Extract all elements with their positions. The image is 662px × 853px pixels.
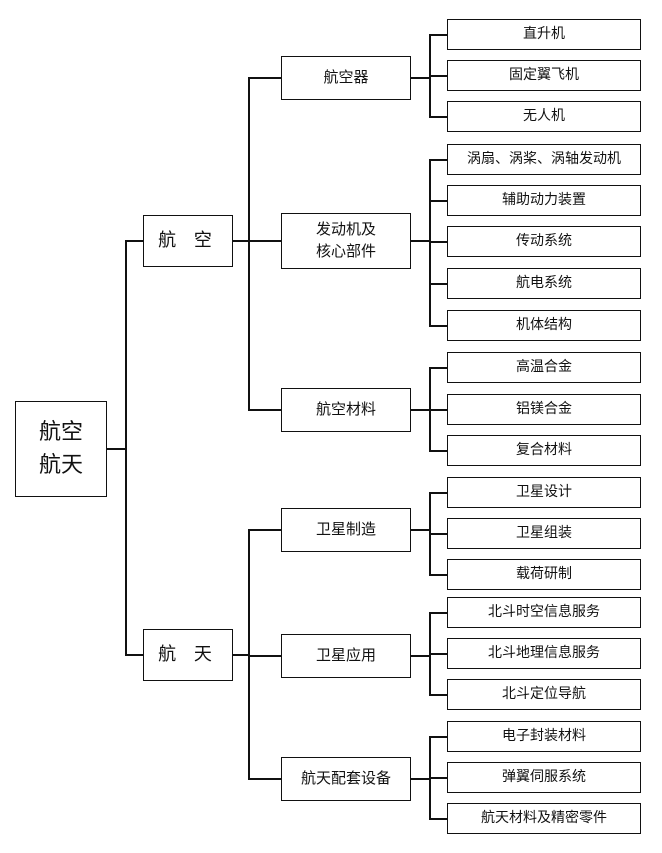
leaf-beidou-spacetime: 北斗时空信息服务 [447, 597, 641, 628]
leaf-payload-rd: 载荷研制 [447, 559, 641, 590]
leaf-composite: 复合材料 [447, 435, 641, 466]
leaf-label: 铝镁合金 [516, 401, 572, 418]
leaf-label: 辅助动力装置 [502, 192, 586, 209]
leaf-beidou-geo: 北斗地理信息服务 [447, 638, 641, 669]
node-aerospace: 航 天 [143, 629, 233, 681]
leaf-al-mg-alloy: 铝镁合金 [447, 394, 641, 425]
leaf-aerospace-precision-parts: 航天材料及精密零件 [447, 803, 641, 834]
leaf-transmission: 传动系统 [447, 226, 641, 257]
leaf-label: 航电系统 [516, 275, 572, 292]
leaf-label: 固定翼飞机 [509, 67, 579, 84]
leaf-label: 直升机 [523, 26, 565, 43]
node-satellite-manufacturing-label: 卫星制造 [315, 520, 376, 539]
leaf-label: 高温合金 [516, 359, 572, 376]
leaf-helicopter: 直升机 [447, 19, 641, 50]
leaf-label: 无人机 [523, 108, 565, 125]
node-aerospace-label: 航 天 [158, 643, 218, 665]
leaf-label: 机体结构 [516, 317, 572, 334]
node-aircraft: 航空器 [281, 56, 411, 100]
node-aviation-label: 航 空 [158, 229, 218, 251]
leaf-satellite-design: 卫星设计 [447, 477, 641, 508]
leaf-superalloy: 高温合金 [447, 352, 641, 383]
node-aerospace-equipment-label: 航天配套设备 [300, 769, 391, 788]
leaf-label: 传动系统 [516, 233, 572, 250]
leaf-beidou-navigation: 北斗定位导航 [447, 679, 641, 710]
leaf-fixed-wing: 固定翼飞机 [447, 60, 641, 91]
leaf-label: 北斗定位导航 [502, 686, 586, 703]
leaf-airframe: 机体结构 [447, 310, 641, 341]
node-aviation-materials: 航空材料 [281, 388, 411, 432]
node-engine-core: 发动机及 核心部件 [281, 213, 411, 269]
leaf-label: 北斗地理信息服务 [488, 645, 600, 662]
leaf-label: 涡扇、涡桨、涡轴发动机 [467, 151, 621, 168]
node-aircraft-label: 航空器 [323, 68, 369, 87]
node-aerospace-equipment: 航天配套设备 [281, 757, 411, 801]
leaf-label: 卫星组装 [516, 525, 572, 542]
node-satellite-application-label: 卫星应用 [315, 646, 376, 665]
node-satellite-manufacturing: 卫星制造 [281, 508, 411, 552]
leaf-label: 复合材料 [516, 442, 572, 459]
node-aviation-materials-label: 航空材料 [315, 400, 376, 419]
leaf-satellite-assembly: 卫星组装 [447, 518, 641, 549]
node-aviation: 航 空 [143, 215, 233, 267]
root-node: 航空 航天 [15, 401, 107, 497]
leaf-label: 北斗时空信息服务 [488, 604, 600, 621]
node-satellite-application: 卫星应用 [281, 634, 411, 678]
leaf-drone: 无人机 [447, 101, 641, 132]
leaf-electronic-packaging: 电子封装材料 [447, 721, 641, 752]
node-engine-core-label: 发动机及 核心部件 [315, 220, 376, 260]
leaf-label: 载荷研制 [516, 566, 572, 583]
leaf-label: 航天材料及精密零件 [481, 810, 607, 827]
leaf-apu: 辅助动力装置 [447, 185, 641, 216]
leaf-label: 卫星设计 [516, 484, 572, 501]
root-label: 航空 航天 [38, 420, 83, 478]
leaf-avionics: 航电系统 [447, 268, 641, 299]
leaf-turbo-engines: 涡扇、涡桨、涡轴发动机 [447, 144, 641, 175]
leaf-label: 弹翼伺服系统 [502, 769, 586, 786]
leaf-label: 电子封装材料 [502, 728, 586, 745]
leaf-wing-servo: 弹翼伺服系统 [447, 762, 641, 793]
